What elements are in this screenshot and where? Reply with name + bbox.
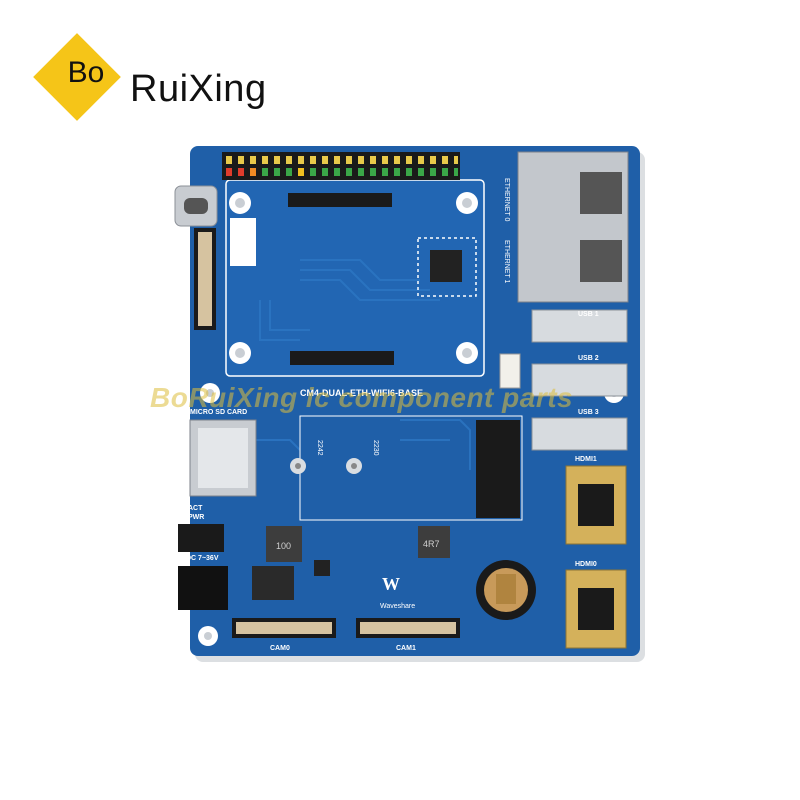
- micro-sd-label: MICRO SD CARD: [190, 409, 247, 416]
- ic-chip: [430, 250, 462, 282]
- cam0-label: CAM0: [270, 645, 290, 652]
- ethernet-jacks: [517, 151, 629, 303]
- usb1-label: USB 1: [578, 311, 599, 318]
- dc-label: DC 7~36V: [186, 555, 219, 562]
- m2-2230-label: 2230: [372, 440, 379, 456]
- ethernet1-label: ETHERNET 1: [503, 240, 510, 284]
- fan-connector: [499, 353, 521, 389]
- m2-2242-label: 2242: [316, 440, 323, 456]
- pwr-label: PWR: [188, 514, 204, 521]
- b2b-connector-bottom: [290, 351, 394, 365]
- inductor-4r7-label: 4R7: [423, 539, 440, 549]
- act-label: ACT: [188, 505, 203, 512]
- brand-label: Waveshare: [380, 603, 415, 610]
- hdmi1-label: HDMI1: [575, 456, 597, 463]
- dc-jack: [178, 566, 228, 610]
- brand-logo: Bo RuiXing: [33, 33, 308, 128]
- hdmi0-label: HDMI0: [575, 561, 597, 568]
- rtc-battery-holder: [476, 560, 536, 620]
- cam1-label: CAM1: [396, 645, 416, 652]
- inductor-100: [266, 526, 302, 562]
- b2b-connector-top: [288, 193, 392, 207]
- brand-mark: W: [382, 574, 400, 594]
- led-block: [178, 524, 224, 552]
- watermark-text: BoRuiXing ic component parts: [150, 382, 574, 413]
- label-block: [230, 218, 256, 266]
- small-chip: [314, 560, 330, 576]
- usb-ports: [531, 309, 628, 451]
- usb2-label: USB 2: [578, 355, 599, 362]
- logo-name: RuiXing: [130, 68, 267, 110]
- usb3-label: USB 3: [578, 409, 599, 416]
- m2-slot: [476, 420, 520, 518]
- ethernet0-label: ETHERNET 0: [503, 178, 510, 222]
- logo-mark: Bo: [67, 56, 105, 89]
- inductor-100-label: 100: [276, 541, 291, 551]
- board-title: CM4-DUAL-ETH-WIFI6-BASE: [300, 388, 423, 398]
- inductor-4r7: [418, 526, 450, 558]
- inductor-small: [252, 566, 294, 600]
- gpio-header: [222, 152, 460, 180]
